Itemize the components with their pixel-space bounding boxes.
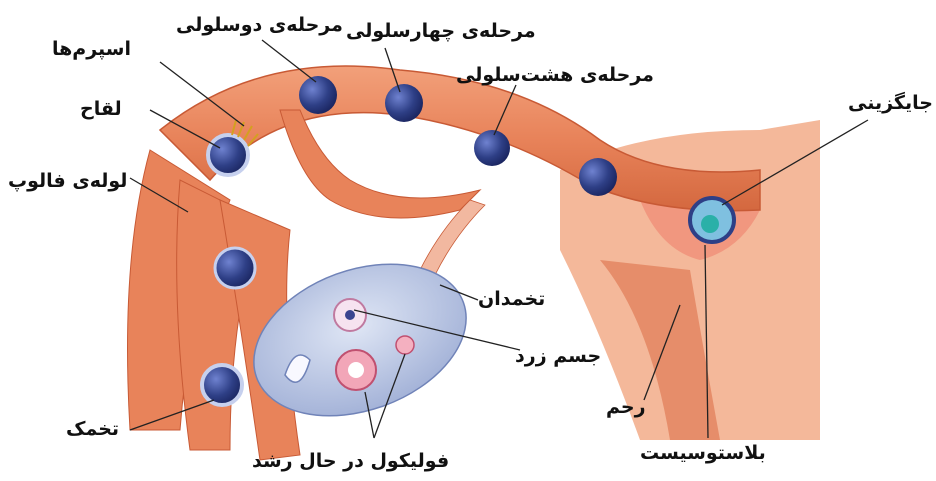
label-uterus: رحم: [606, 398, 646, 417]
follicle-small: [396, 336, 414, 354]
label-ovum: تخمک: [66, 420, 119, 439]
morula: [579, 158, 617, 196]
zygote: [208, 135, 248, 175]
four-cell-embryo: [385, 84, 423, 122]
tube-lower-loop: [280, 110, 480, 218]
corpus-luteum-core: [345, 310, 355, 320]
label-implantation: جایگزینی: [848, 94, 933, 113]
label-sperms: اسپرم‌ها: [52, 40, 131, 59]
label-zygote: لقاح: [80, 100, 122, 119]
label-fallopian-tube: لوله‌ی فالوپ: [8, 172, 127, 191]
label-four-cell: مرحله‌ی چهارسلولی: [346, 22, 536, 41]
eight-cell-embryo: [474, 130, 510, 166]
label-growing-follicle: فولیکول در حال رشد: [252, 452, 449, 471]
blastocyst-inner-mass: [701, 215, 719, 233]
ovum-in-tube: [215, 248, 255, 288]
fimbriae: [128, 150, 301, 460]
label-ovary: تخمدان: [478, 290, 545, 309]
label-eight-cell: مرحله‌ی هشت‌سلولی: [456, 66, 654, 85]
label-blastocyst: بلاستوسیست: [640, 444, 766, 463]
two-cell-embryo: [299, 76, 337, 114]
ovum: [202, 365, 242, 405]
label-two-cell: مرحله‌ی دوسلولی: [176, 16, 343, 35]
label-corpus-luteum: جسم زرد: [515, 347, 601, 366]
follicle-large-core: [348, 362, 364, 378]
